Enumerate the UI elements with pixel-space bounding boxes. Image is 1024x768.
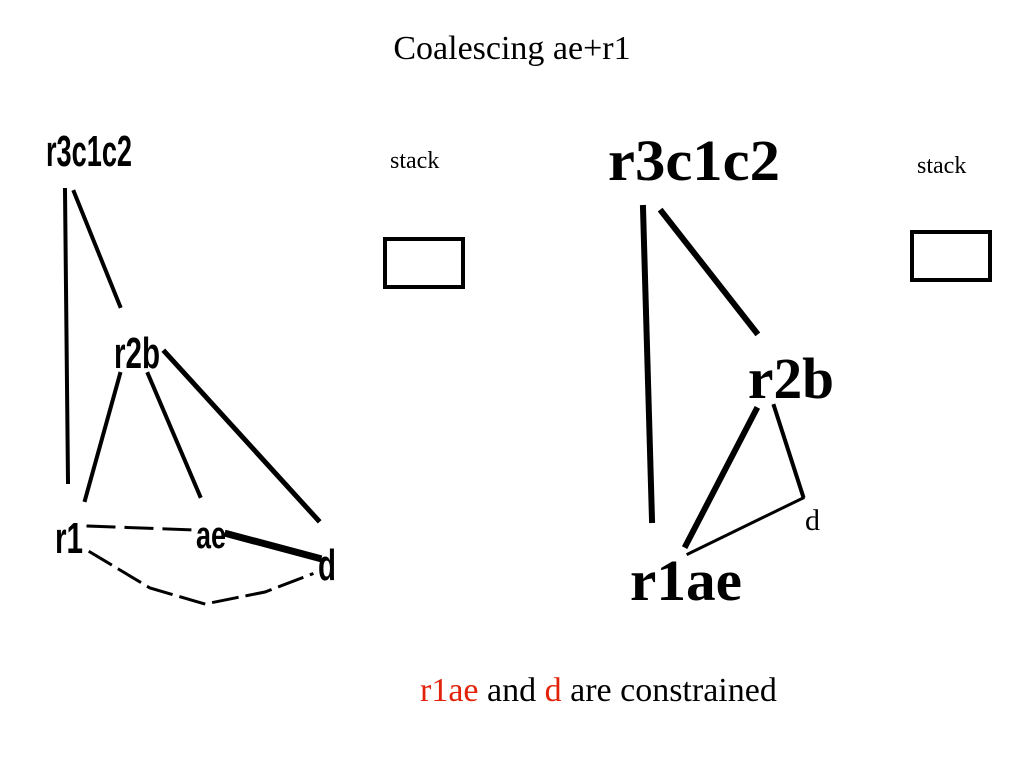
- left-node-r3c1c2: r3c1c2: [46, 127, 132, 176]
- left-node-d: d: [318, 541, 336, 590]
- right-stack-label: stack: [917, 153, 967, 179]
- left-edge-r3-r2b: [71, 189, 123, 309]
- slide-title: Coalescing ae+r1: [393, 30, 631, 67]
- right-node-r3c1c2: r3c1c2: [608, 128, 780, 193]
- left-edge-r2b-d: [161, 348, 322, 524]
- left-node-ae: ae: [196, 515, 226, 557]
- right-edge-r1ae-d: [685, 495, 806, 557]
- right-edge-r2b-r1ae: [681, 405, 761, 550]
- right-node-r1ae: r1ae: [630, 548, 742, 613]
- left-edge-r2b-ae: [145, 371, 203, 499]
- right-node-d: d: [805, 504, 820, 537]
- right-edge-r3-r1ae: [639, 204, 656, 524]
- left-edge-r3-r1: [62, 187, 71, 485]
- left-stack-label: stack: [390, 148, 440, 174]
- left-node-r1: r1: [55, 514, 83, 563]
- caption-d: d: [544, 672, 562, 709]
- caption-rest: are constrained: [561, 672, 777, 709]
- caption-and: and: [478, 672, 545, 709]
- right-node-r2b: r2b: [748, 346, 834, 411]
- left-edge-r1-d-dashed: [87, 549, 314, 606]
- left-edge-ae-d: [223, 529, 323, 563]
- left-edge-r2b-r1: [82, 371, 123, 503]
- constraint-caption: r1ae and d are constrained: [420, 672, 777, 710]
- left-edge-r1-ae-dashed: [86, 524, 198, 532]
- left-node-r2b: r2b: [114, 329, 160, 378]
- left-stack-box: [383, 237, 465, 289]
- right-edge-r2b-d: [771, 403, 806, 499]
- right-edge-r3-r2b: [657, 207, 761, 337]
- right-stack-box: [910, 230, 992, 282]
- caption-r1ae: r1ae: [420, 672, 479, 709]
